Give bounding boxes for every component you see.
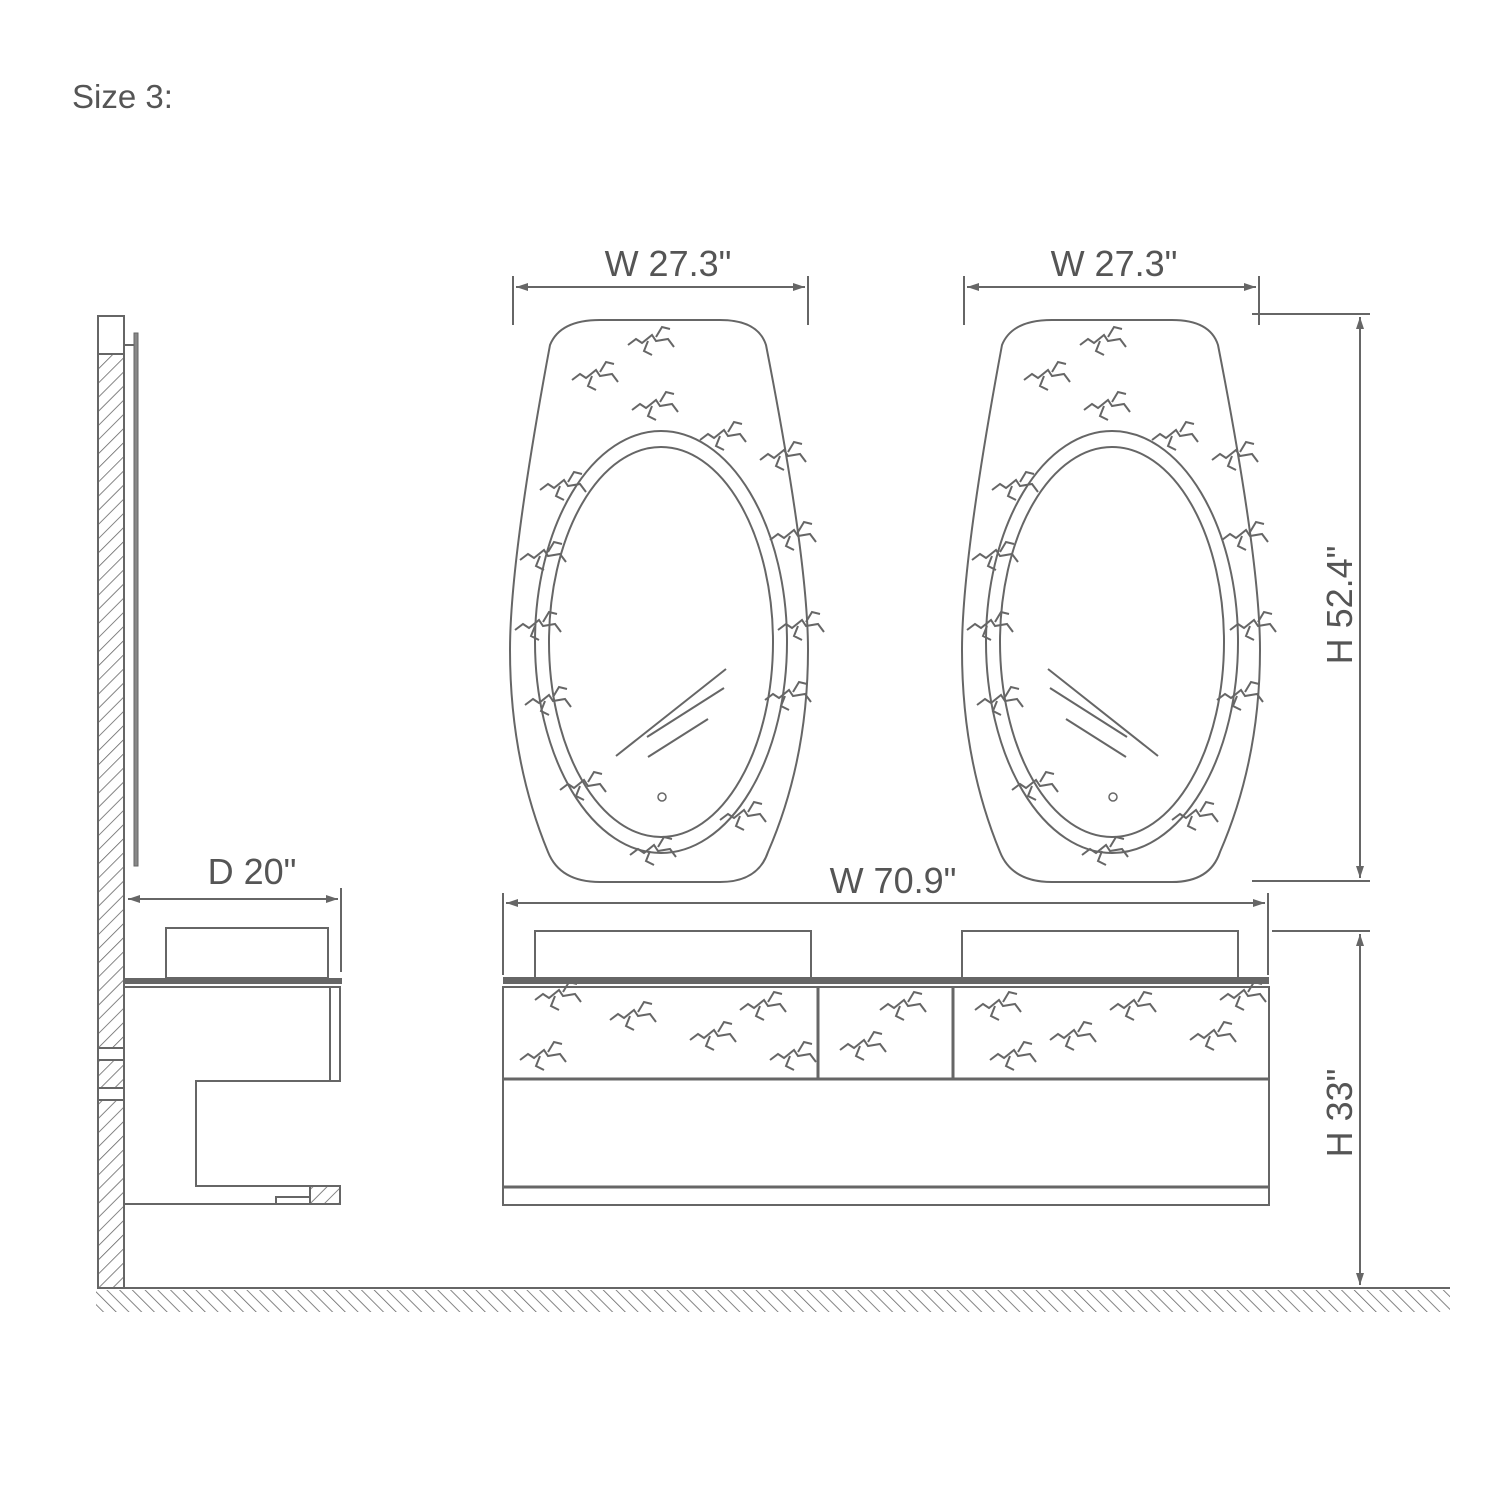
side-sink: [165, 927, 329, 979]
vanity-width-label: W 70.9": [830, 860, 957, 901]
mirror-height-label: H 52.4": [1319, 546, 1360, 665]
marble-drawer-fronts: [519, 981, 1267, 1071]
vanity-depth-label: D 20": [208, 851, 297, 892]
mirror-right-width-label: W 27.3": [1051, 243, 1178, 284]
mirror-height-dimension: H 52.4": [1252, 313, 1370, 882]
vanity-front: W 70.9": [502, 860, 1270, 1206]
touch-sensor-icon: [657, 792, 667, 802]
vanity-height-dimension: H 33": [1272, 930, 1370, 1285]
vanity-height-label: H 33": [1319, 1069, 1360, 1158]
mirror-right: [960, 319, 1277, 883]
side-view: D 20": [97, 315, 342, 1289]
countertop: [503, 977, 1269, 984]
mirror-left-width-label: W 27.3": [605, 243, 732, 284]
vessel-sink-right: [961, 930, 1239, 980]
wall: [97, 315, 125, 1289]
floor: [96, 1287, 1450, 1312]
mirror-width-dimensions: W 27.3" W 27.3": [512, 243, 1260, 325]
mirror-profile: [133, 332, 139, 867]
cabinet-body: [502, 986, 1270, 1206]
vessel-sink-left: [534, 930, 812, 980]
touch-sensor-icon: [1108, 792, 1118, 802]
size-title: Size 3:: [72, 78, 173, 115]
mirror-left: [508, 319, 825, 883]
